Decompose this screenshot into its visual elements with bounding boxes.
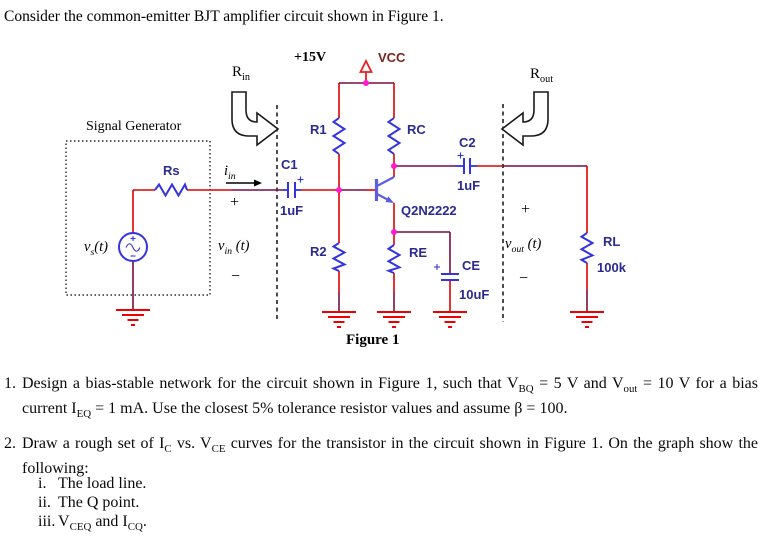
c2-value: 1uF [457, 178, 481, 193]
rout-arrow-icon [500, 91, 549, 147]
r1-label: R1 [310, 122, 327, 137]
rl-value: 100k [597, 260, 626, 275]
re-label: RE [409, 245, 428, 260]
resistor-rc [386, 117, 402, 155]
rc-label: RC [407, 122, 426, 137]
question-number: 2. [4, 435, 16, 452]
figure-caption: Figure 1 [346, 332, 400, 348]
transistor-q2n2222 [374, 176, 395, 203]
junction-dot [336, 187, 342, 193]
rs-label: Rs [163, 163, 180, 178]
question-1: 1. Design a bias-stable network for the … [4, 374, 762, 424]
capacitor-c2 [455, 152, 477, 174]
ac-source [118, 232, 148, 262]
signal-generator-label: Signal Generator [86, 119, 182, 134]
ce-label: CE [462, 258, 481, 273]
rin-arrow-icon [231, 91, 280, 147]
vs-label: vs(t) [84, 239, 108, 258]
list-text: The Q point. [58, 494, 140, 511]
resistor-r2 [330, 242, 347, 272]
resistor-re [385, 244, 403, 274]
transistor-label: Q2N2222 [401, 203, 457, 218]
resistor-rl [579, 232, 595, 264]
c2-label: C2 [459, 135, 476, 150]
question-text: Draw a rough set of IC vs. VCE curves fo… [22, 435, 758, 478]
page-title: Consider the common-emitter BJT amplifie… [4, 8, 444, 25]
question-2-item-i: i. The load line. [38, 474, 146, 493]
vout-label: vout (t) [505, 236, 542, 255]
capacitor-ce [434, 264, 459, 281]
ground-symbol [570, 311, 604, 328]
junction-dot [391, 229, 397, 235]
iin-label: iin [224, 163, 236, 182]
ground-symbol [322, 311, 356, 328]
question-2-item-ii: ii. The Q point. [38, 493, 139, 512]
vin-plus-sign: + [230, 194, 240, 211]
ground-symbol [433, 311, 467, 328]
rl-label: RL [603, 234, 621, 249]
rout-label: Rout [530, 66, 554, 85]
wires [132, 72, 588, 312]
list-number: ii. [38, 494, 51, 511]
vcc-arrow-icon [359, 58, 373, 73]
resistor-r1 [331, 117, 347, 155]
vout-minus-sign: − [519, 270, 529, 287]
signal-generator-box [65, 140, 211, 296]
ground-symbol [377, 311, 411, 328]
question-2-item-iii: iii. VCEQ and ICQ. [38, 512, 147, 537]
vin-minus-sign: − [231, 268, 241, 285]
question-number: 1. [4, 375, 16, 392]
r2-label: R2 [310, 244, 327, 259]
junction-dot [363, 80, 369, 86]
resistor-rs [154, 182, 188, 198]
question-text: Design a bias-stable network for the cir… [22, 375, 759, 421]
question-2: 2. Draw a rough set of IC vs. VCE curves… [4, 434, 762, 479]
list-text: The load line. [58, 475, 147, 492]
list-number: i. [38, 475, 47, 492]
c1-value: 1uF [280, 203, 304, 218]
supply-voltage-label: +15V [294, 50, 327, 65]
list-text: VCEQ and ICQ. [58, 513, 147, 534]
capacitor-c1 [283, 176, 304, 198]
c1-label: C1 [281, 157, 298, 172]
iin-current-arrow-icon [226, 179, 262, 187]
ce-value: 10uF [459, 287, 490, 302]
vin-label: vin (t) [218, 238, 250, 257]
list-number: iii. [38, 513, 56, 530]
vout-plus-sign: + [521, 201, 531, 218]
junction-dot [391, 163, 397, 169]
vcc-net-label: VCC [378, 50, 406, 65]
rin-label: Rin [232, 64, 250, 83]
ground-symbol [116, 309, 150, 326]
